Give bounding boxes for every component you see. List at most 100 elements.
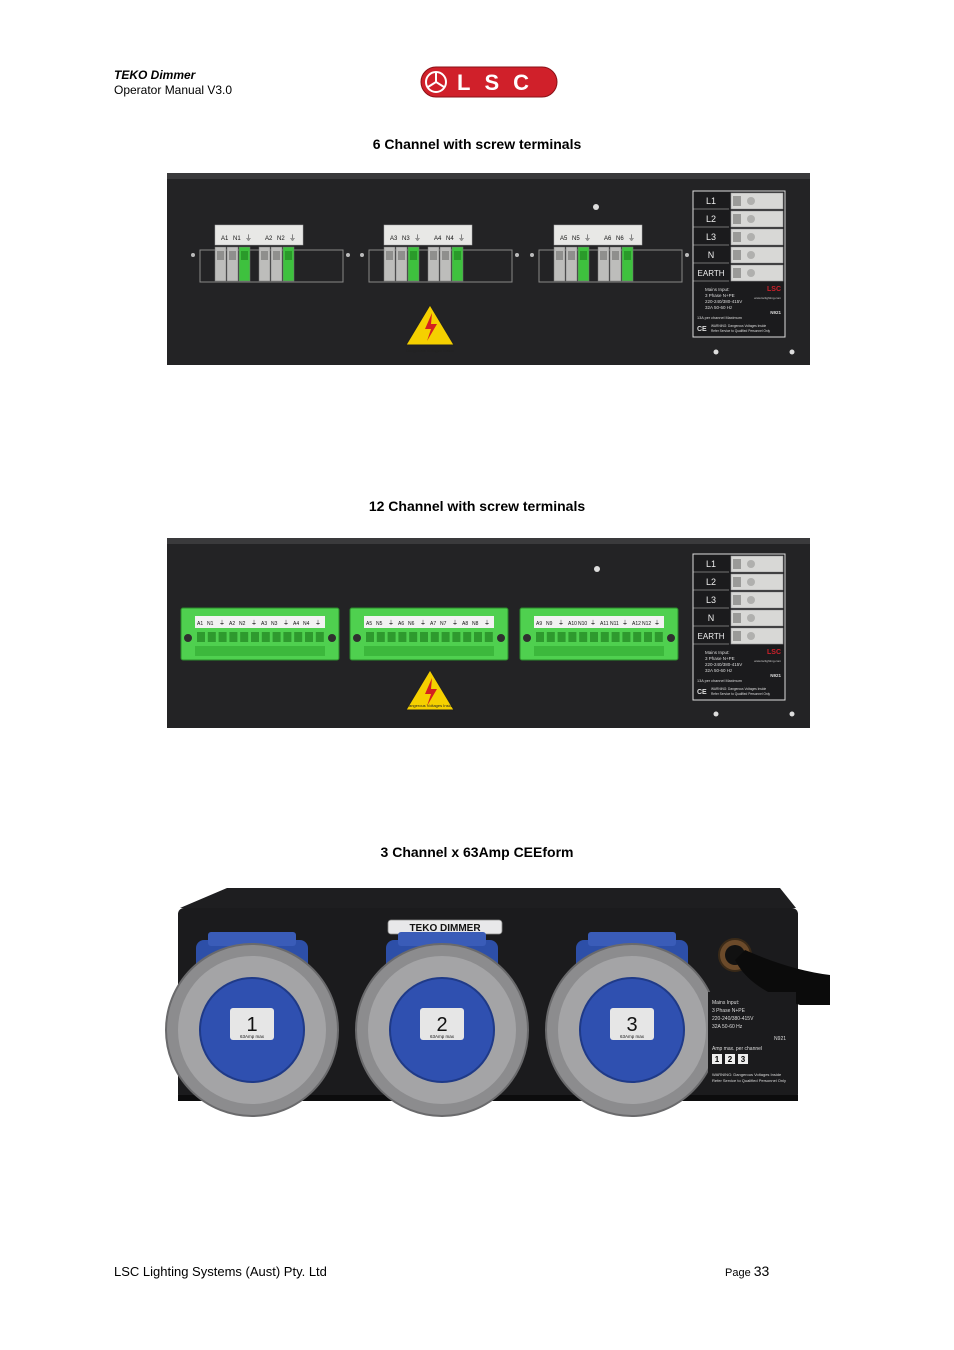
terminal-label: A6: [604, 236, 612, 242]
terminal-label: N11: [610, 621, 619, 627]
screw-terminal: [439, 246, 452, 282]
screw-terminal: [565, 246, 578, 282]
warning-triangle-icon: [405, 669, 455, 711]
screw-terminal: [207, 632, 216, 642]
brand-plate-text: TEKO DIMMER: [409, 923, 481, 934]
screw-terminal: [294, 632, 303, 642]
info-panel: Mains Input: 3 Phase N+PE 220-240/380-41…: [708, 992, 796, 1092]
svg-text:13A per channel Maximum: 13A per channel Maximum: [697, 679, 742, 683]
earth-symbol-icon: ⏚: [219, 620, 225, 627]
phase-label: EARTH: [698, 632, 725, 641]
screw-terminal: [214, 246, 227, 282]
screw-terminal: [240, 632, 249, 642]
terminal-label: N3: [271, 621, 278, 627]
socket-rating: 63Amp max: [430, 1034, 455, 1039]
earth-symbol-icon: ⏚: [590, 620, 596, 627]
footer-page: Page 33: [725, 1263, 770, 1279]
screw-terminal: [557, 632, 566, 642]
earth-symbol-icon: ⏚: [251, 620, 257, 627]
circuit-breaker: [730, 192, 784, 210]
screw: [593, 204, 599, 210]
svg-text:32A 50-60 Hz: 32A 50-60 Hz: [705, 305, 733, 310]
phase-label: N: [708, 250, 715, 260]
svg-text:3 Phase N+PE: 3 Phase N+PE: [705, 293, 735, 298]
screw-terminal: [398, 632, 407, 642]
screw-terminal: [579, 632, 588, 642]
svg-text:3 Phase N+PE: 3 Phase N+PE: [705, 656, 735, 661]
screw-terminal: [366, 632, 374, 642]
screw-terminal: [270, 246, 283, 282]
svg-text:CE: CE: [697, 689, 707, 696]
screw-terminal: [427, 246, 440, 282]
earth-symbol-icon: ⏚: [420, 620, 426, 627]
earth-symbol-icon: ⏚: [458, 234, 465, 242]
phase-label: L2: [706, 214, 716, 224]
screw-terminal: [568, 632, 577, 642]
terminal-label: A1: [197, 621, 203, 627]
screw-terminal: [577, 246, 590, 282]
terminal-label: N4: [446, 236, 454, 242]
phase-label: L3: [706, 232, 716, 242]
terminal-label: N10: [578, 621, 587, 627]
svg-text:1: 1: [715, 1055, 720, 1064]
socket-number: 2: [436, 1014, 447, 1036]
terminal-label: A3: [261, 621, 267, 627]
svg-text:N921: N921: [774, 1036, 786, 1042]
svg-text:32A 50-60 Hz: 32A 50-60 Hz: [705, 668, 733, 673]
earth-symbol-icon: ⏚: [289, 234, 296, 242]
terminal-label: N2: [277, 236, 285, 242]
logo-text: LSC: [457, 70, 543, 95]
screw-terminal: [376, 632, 385, 642]
screw-terminal: [218, 632, 227, 642]
screw-terminal: [611, 632, 620, 642]
screw-terminal: [590, 632, 598, 642]
svg-text:Refer Service to Qualified Per: Refer Service to Qualified Personnel Onl…: [711, 692, 770, 696]
svg-text:WARNING: Dangerous Voltages In: WARNING: Dangerous Voltages Inside: [712, 1072, 782, 1077]
lsc-logo: LSC: [420, 66, 558, 98]
svg-text:220-240/380-415V: 220-240/380-415V: [712, 1016, 754, 1022]
svg-text:3 Phase N+PE: 3 Phase N+PE: [712, 1008, 746, 1014]
caption-3-channel: 3 Channel x 63Amp CEEform: [380, 844, 574, 860]
circuit-breaker: [730, 264, 784, 282]
screw-terminal: [451, 246, 464, 282]
socket-number: 1: [246, 1014, 257, 1036]
screw-terminal: [546, 632, 555, 642]
screw: [594, 566, 600, 572]
phase-label: L1: [706, 559, 716, 569]
screw-terminal: [633, 632, 642, 642]
svg-text:220-240/380-415V: 220-240/380-415V: [705, 662, 742, 667]
warning-triangle-icon: [405, 304, 455, 346]
terminal-label: N6: [616, 236, 624, 242]
socket-rating: 63Amp max: [240, 1034, 265, 1039]
terminal-label: N1: [233, 236, 241, 242]
circuit-breaker: [730, 627, 784, 645]
screw-terminal: [420, 632, 428, 642]
phase-label: L3: [706, 595, 716, 605]
terminal-label: N8: [472, 621, 479, 627]
screw-terminal: [621, 246, 634, 282]
svg-text:LSC: LSC: [767, 649, 781, 656]
earth-symbol-icon: ⏚: [628, 234, 635, 242]
phase-label: N: [708, 613, 715, 623]
screw-terminal: [238, 246, 251, 282]
circuit-breaker: [730, 246, 784, 264]
phase-label: L2: [706, 577, 716, 587]
terminal-label: A6: [398, 621, 404, 627]
terminal-label: N3: [402, 236, 410, 242]
screw-terminal: [622, 632, 631, 642]
earth-symbol-icon: ⏚: [558, 620, 564, 627]
svg-text:www.lsclighting.com: www.lsclighting.com: [754, 659, 781, 663]
terminal-label: N2: [239, 621, 246, 627]
terminal-label: A4: [434, 236, 442, 242]
screw-terminal: [315, 632, 324, 642]
terminal-label: A4: [293, 621, 299, 627]
document-title: TEKO Dimmer: [114, 68, 196, 82]
svg-text:WARNING: Dangerous Voltages In: WARNING: Dangerous Voltages Inside: [711, 687, 766, 691]
screw-terminal: [644, 632, 652, 642]
screw: [713, 349, 719, 355]
